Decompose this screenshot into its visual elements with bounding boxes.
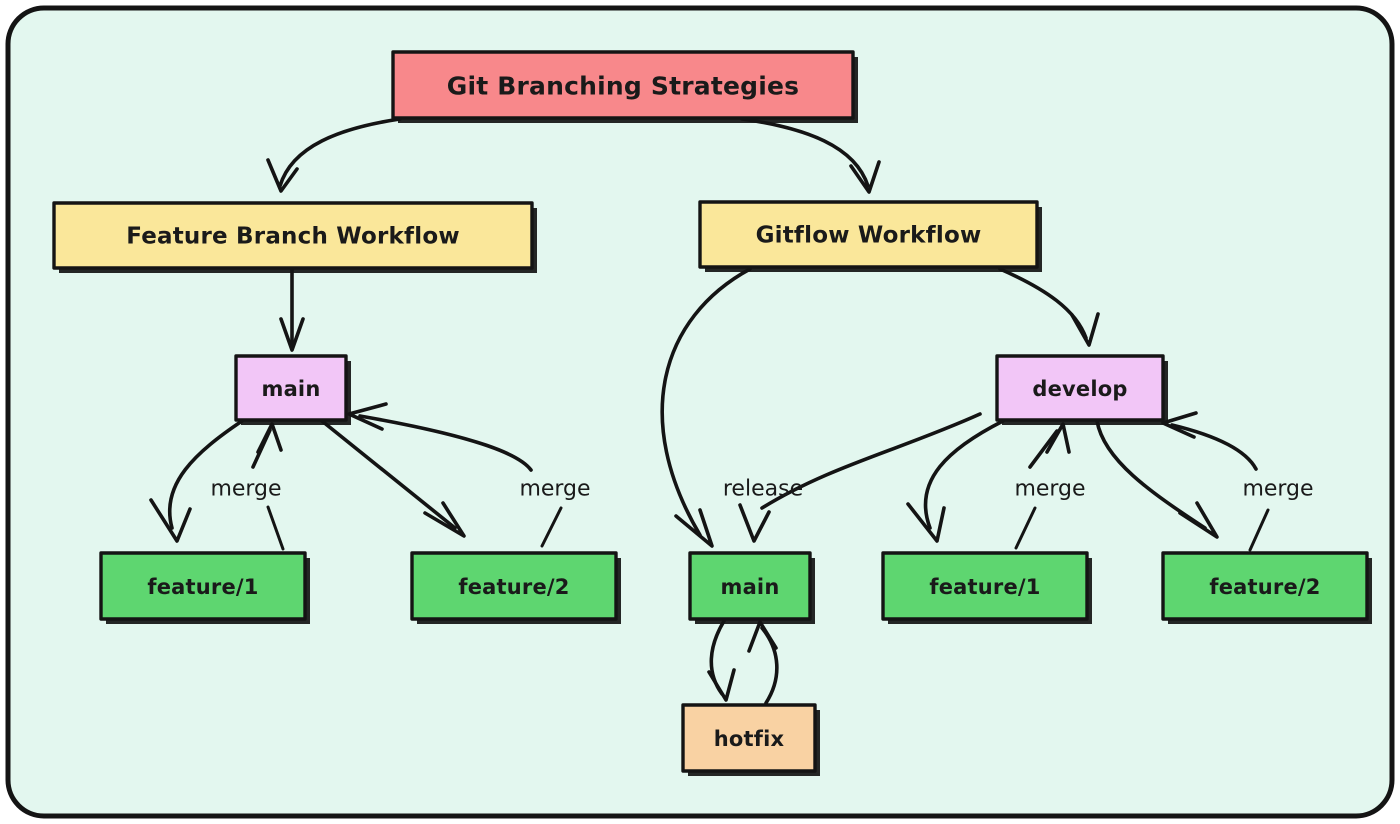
edge-feature-branch-workflow-to-main: [279, 267, 305, 352]
node-root[interactable]: Git Branching Strategies: [391, 50, 858, 123]
node-box[interactable]: [681, 703, 817, 773]
node-label: hotfix: [714, 727, 785, 751]
node-box[interactable]: [410, 551, 618, 621]
edge-main-to-feature-2: [320, 419, 466, 538]
node-gfw-f2[interactable]: feature/2: [1161, 551, 1372, 624]
node-box[interactable]: [391, 50, 855, 120]
edge-main-to-hotfix: [707, 619, 736, 702]
node-gfw[interactable]: Gitflow Workflow: [698, 200, 1042, 272]
node-fbw-f1[interactable]: feature/1: [99, 551, 310, 624]
label-tick-merge-3: [1014, 506, 1037, 550]
edge-develop-to-gitflow-feature-1: [906, 419, 1005, 543]
edge-label-lbl-merge-3: merge: [1014, 477, 1085, 502]
node-label: Git Branching Strategies: [447, 72, 800, 101]
label-tick-merge-2: [540, 506, 563, 548]
node-label: main: [261, 377, 320, 401]
node-label: feature/2: [458, 575, 569, 599]
node-fbw-f2[interactable]: feature/2: [410, 551, 621, 624]
node-box[interactable]: [688, 551, 812, 621]
label-tick-merge-1: [266, 505, 285, 551]
diagram-frame: [5, 5, 1395, 819]
node-box[interactable]: [52, 201, 534, 270]
node-gfw-main[interactable]: main: [688, 551, 815, 624]
node-label: feature/1: [147, 575, 258, 599]
edge-gitflow-to-main: [660, 267, 752, 548]
node-box[interactable]: [881, 551, 1089, 621]
edge-gitflow-to-develop: [998, 267, 1100, 347]
edge-develop-to-gitflow-feature-2: [1095, 419, 1219, 539]
node-label: develop: [1032, 377, 1127, 401]
node-gfw-develop[interactable]: develop: [995, 354, 1168, 425]
edge-label-lbl-merge-2: merge: [519, 477, 590, 502]
node-fbw-main[interactable]: main: [234, 354, 351, 425]
node-box[interactable]: [698, 200, 1039, 269]
node-box[interactable]: [995, 354, 1165, 422]
node-label: Feature Branch Workflow: [126, 224, 460, 250]
node-fbw[interactable]: Feature Branch Workflow: [52, 201, 537, 273]
edge-develop-to-main-release: [738, 412, 982, 543]
edge-main-to-feature-1: [149, 419, 244, 543]
node-label: main: [720, 575, 779, 599]
node-label: feature/2: [1209, 575, 1320, 599]
edge-label-lbl-merge-4: merge: [1242, 477, 1313, 502]
node-label: feature/1: [929, 575, 1040, 599]
edge-root-to-feature-branch-workflow: [266, 117, 402, 193]
edge-label-lbl-merge-1: merge: [210, 477, 281, 502]
node-hotfix[interactable]: hotfix: [681, 703, 820, 776]
edges-layer: [149, 117, 1270, 705]
label-tick-merge-4: [1248, 508, 1270, 552]
node-gfw-f1[interactable]: feature/1: [881, 551, 1092, 624]
node-label: Gitflow Workflow: [756, 223, 982, 249]
node-box[interactable]: [1161, 551, 1369, 621]
edge-labels-layer: merge merge release merge merge: [210, 477, 1313, 502]
edge-label-lbl-release: release: [723, 477, 803, 502]
node-box[interactable]: [99, 551, 307, 621]
node-box[interactable]: [234, 354, 348, 422]
